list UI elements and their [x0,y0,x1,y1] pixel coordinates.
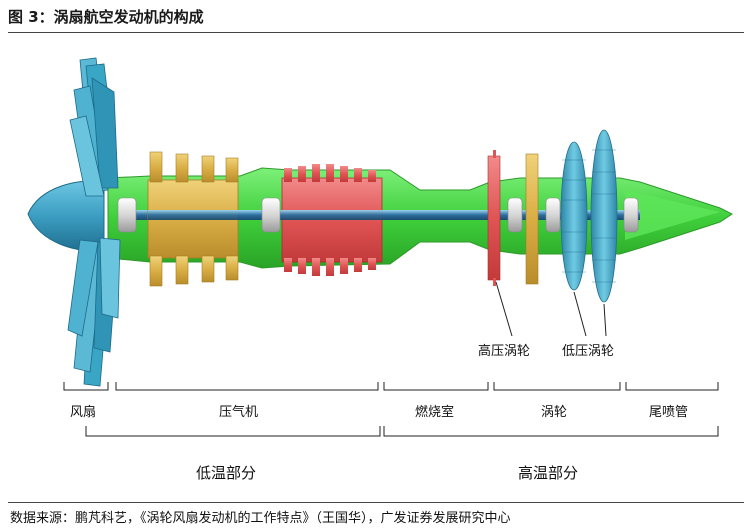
high-temp-bracket [383,426,719,437]
compressor-label: 压气机 [219,404,258,420]
low-temp-bracket [85,426,381,437]
combustor-label: 燃烧室 [415,404,454,420]
turbine-stage-yellow [525,153,539,285]
callout-lines [495,281,607,337]
group-brackets [85,426,719,437]
turbine-bracket [493,382,621,391]
title-rule [8,32,744,33]
fan-bracket [63,382,109,391]
fan-blades [67,57,121,387]
bearings [117,197,639,233]
high-temp-label: 高温部分 [518,464,578,482]
hp-turbine-label: 高压涡轮 [478,343,530,359]
section-brackets [63,382,719,391]
nose-spinner [27,180,105,252]
figure-title: 图 3：涡扇航空发动机的构成 [8,8,204,26]
lp-turbine [560,129,618,303]
turbine-label: 涡轮 [541,405,567,420]
fan-label: 风扇 [70,404,96,420]
compressor-bracket [115,382,379,391]
combustor-bracket [383,382,489,391]
source-note: 数据来源：鹏芃科艺，《涡轮风扇发动机的工作特点》（王国华），广发证券发展研究中心 [10,511,511,526]
lp-turbine-callout-line-2 [603,303,607,337]
hp-turbine-callout-line [495,281,513,337]
nozzle-label: 尾喷管 [649,405,688,420]
lp-turbine-label: 低压涡轮 [562,344,614,359]
source-rule [8,502,744,503]
hp-turbine [487,150,501,286]
lp-turbine-callout-line-1 [573,291,587,337]
nozzle-bracket [625,382,719,391]
low-temp-label: 低温部分 [196,464,256,482]
